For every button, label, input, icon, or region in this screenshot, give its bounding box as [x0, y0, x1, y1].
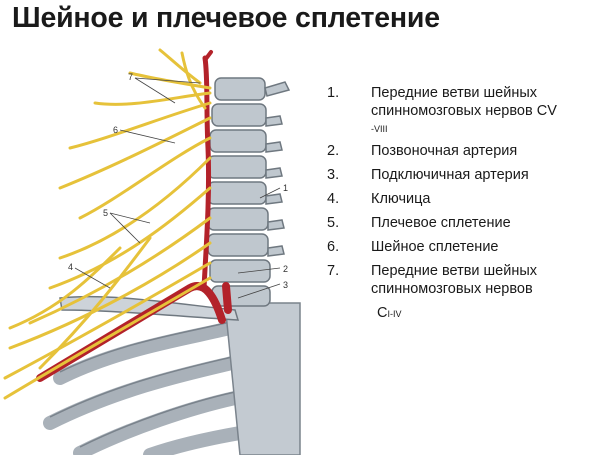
legend-num: 3. — [327, 167, 340, 183]
legend-text-line: Шейное сплетение — [371, 239, 499, 255]
page-title: Шейное и плечевое сплетение — [12, 2, 440, 34]
legend-num: 7. — [327, 263, 340, 279]
plexus-drawing: 7 6 5 4 1 2 3 — [3, 48, 301, 460]
ribs — [43, 321, 247, 460]
figure-label-3: 3 — [283, 280, 288, 290]
legend-num: 6. — [327, 239, 340, 255]
legend-item-7: 7. Передние ветви шейных спинномозговых … — [327, 262, 607, 332]
legend-superscript: V — [547, 103, 557, 119]
legend-text-line: Позвоночная артерия — [371, 143, 518, 159]
legend-item-6: 6. Шейное сплетение — [327, 238, 607, 262]
figure-label-7: 7 — [128, 72, 133, 82]
figure-label-6: 6 — [113, 125, 118, 135]
figure-label-5: 5 — [103, 208, 108, 218]
legend-text-line: Подключичная артерия — [371, 167, 529, 183]
figure-label-1: 1 — [283, 183, 288, 193]
leader-lines — [74, 77, 281, 299]
legend-num: 4. — [327, 191, 340, 207]
legend-item-4: 4. Ключица — [327, 190, 607, 214]
figure-label-4: 4 — [68, 262, 73, 272]
legend-text-line: Ключица — [371, 191, 431, 207]
legend-item-1: 1. Передние ветви шейных спинномозговых … — [327, 84, 607, 142]
legend-item-2: 2. Позвоночная артерия — [327, 142, 607, 166]
legend-text-line: спинномозговых нервов — [371, 281, 533, 297]
legend-tail: C — [377, 305, 388, 321]
nerves — [3, 48, 212, 400]
legend-num: 5. — [327, 215, 340, 231]
legend-text-line: Передние ветви шейных — [371, 263, 538, 279]
anatomy-illustration: 7 6 5 4 1 2 3 — [0, 48, 330, 460]
legend-item-3: 3. Подключичная артерия — [327, 166, 607, 190]
legend-text-line: Плечевое сплетение — [371, 215, 511, 231]
figure-label-2: 2 — [283, 264, 288, 274]
legend-num: 2. — [327, 143, 340, 159]
legend-item-5: 5. Плечевое сплетение — [327, 214, 607, 238]
legend-subscript: -VIII — [371, 124, 388, 134]
legend-tail-subscript: I-IV — [387, 309, 402, 319]
legend-text-line: спинномозговых нервов C — [371, 103, 548, 119]
legend-text-line: Передние ветви шейных — [371, 85, 538, 101]
legend-num: 1. — [327, 85, 340, 101]
legend: 1. Передние ветви шейных спинномозговых … — [327, 84, 607, 332]
